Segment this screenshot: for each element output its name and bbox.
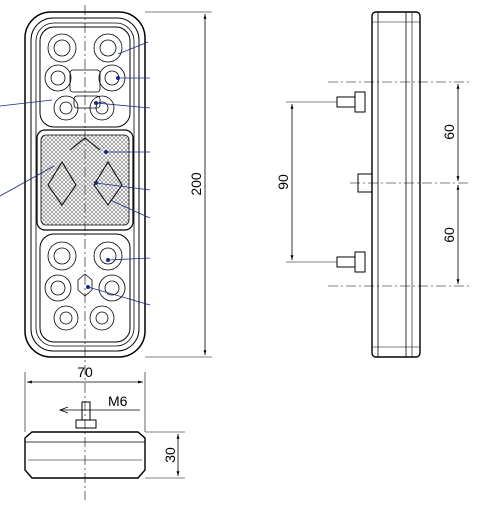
side-stud-lower	[336, 256, 356, 268]
width-label: 70	[77, 364, 93, 380]
bolt-spacing-label: 90	[275, 174, 291, 190]
front-housing-inner	[30, 17, 140, 352]
bottom-body	[24, 431, 146, 479]
lower-led-array	[44, 241, 126, 331]
side-view	[286, 11, 470, 358]
bottom-view	[24, 372, 185, 479]
reflector-triangles	[47, 137, 123, 206]
side-stud-upper	[336, 96, 356, 108]
side-housing	[371, 11, 421, 358]
offset-upper-label: 60	[441, 124, 457, 140]
leader-lines	[0, 41, 151, 306]
side-stud-upper-nut	[354, 91, 366, 113]
leader-dots	[86, 76, 120, 289]
reflector-section	[36, 129, 134, 231]
front-view	[0, 5, 212, 500]
side-stud-lower-nut	[354, 251, 366, 273]
thread-arrow	[58, 406, 69, 414]
bottom-stud	[81, 401, 91, 421]
bottom-stud-nut	[75, 419, 97, 429]
thread-label: M6	[108, 393, 128, 409]
upper-led-array	[44, 33, 126, 121]
front-lens	[35, 22, 135, 347]
upper-led-section	[39, 26, 131, 128]
depth-label: 30	[162, 447, 178, 463]
offset-lower-label: 60	[441, 227, 457, 243]
height-label: 200	[188, 172, 204, 196]
reflector-mesh	[40, 134, 130, 226]
lower-led-section	[39, 233, 131, 343]
front-housing-outer	[24, 11, 146, 358]
